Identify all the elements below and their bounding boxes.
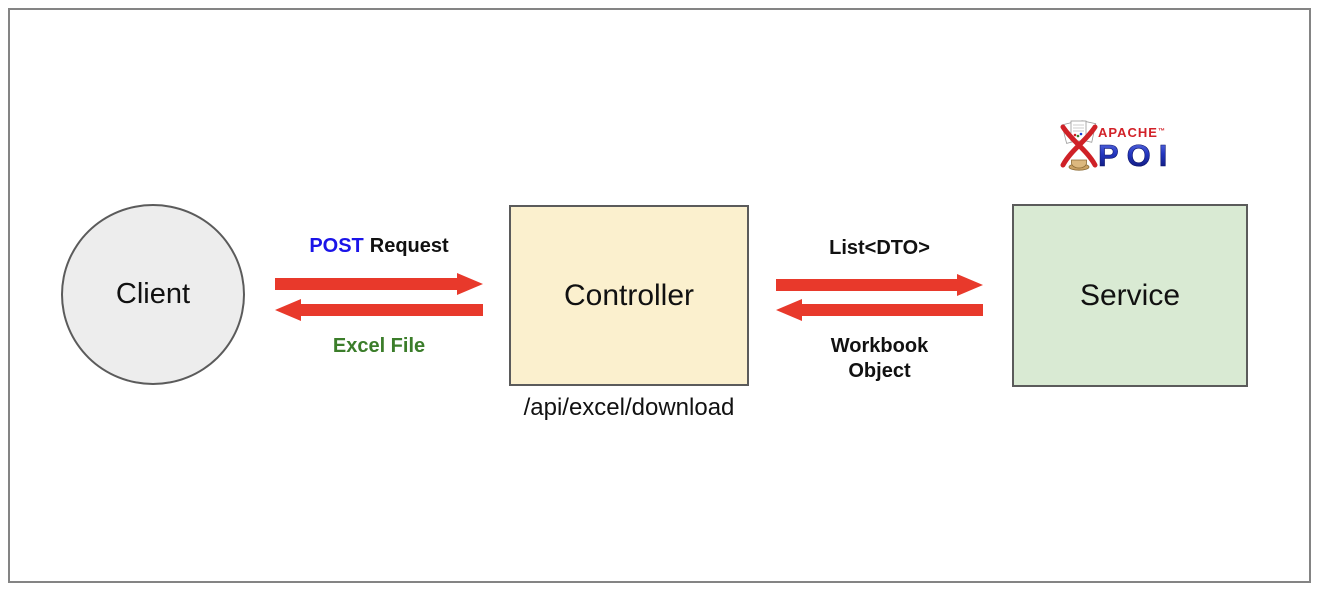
arrow-post-request-right [275,273,483,295]
controller-endpoint-label: /api/excel/download [523,394,735,421]
workbook-object-text: Workbook Object [830,335,929,382]
trademark-symbol: ™ [1157,128,1165,135]
apache-poi-hourglass-icon [1060,120,1098,171]
arrow-shaft [776,279,960,291]
apache-poi-logo: APACHE™ POI [1058,118,1210,173]
apache-text: APACHE [1098,125,1158,140]
apache-wordmark: APACHE™ [1098,125,1210,139]
diagram-frame-border [8,8,1311,583]
service-node-label: Service [1079,278,1181,312]
poi-text: POI [1098,139,1175,173]
apache-poi-logo-text: APACHE™ POI [1098,118,1210,173]
arrowhead-right-icon [957,274,983,296]
controller-node-label: Controller [563,278,695,312]
arrow-shaft [799,304,983,316]
poi-wordmark: POI [1098,139,1175,173]
request-text: Request [369,235,449,257]
client-node: Client [61,204,245,385]
arrowhead-right-icon [457,273,483,295]
workbook-object-label: Workbook Object [766,334,993,384]
arrow-shaft [275,278,460,290]
arrow-excel-file-left [275,299,483,321]
controller-node: Controller [509,205,749,386]
arrowhead-left-icon [776,299,802,321]
excel-file-label: Excel File [332,335,426,357]
post-method-text: POST [309,235,364,257]
service-node: Service [1012,204,1248,387]
arrowhead-left-icon [275,299,301,321]
arrow-list-dto-right [776,274,983,296]
client-node-label: Client [115,278,191,310]
list-dto-label: List<DTO> [829,237,930,259]
arrow-shaft [298,304,483,316]
arrow-workbook-left [776,299,983,321]
